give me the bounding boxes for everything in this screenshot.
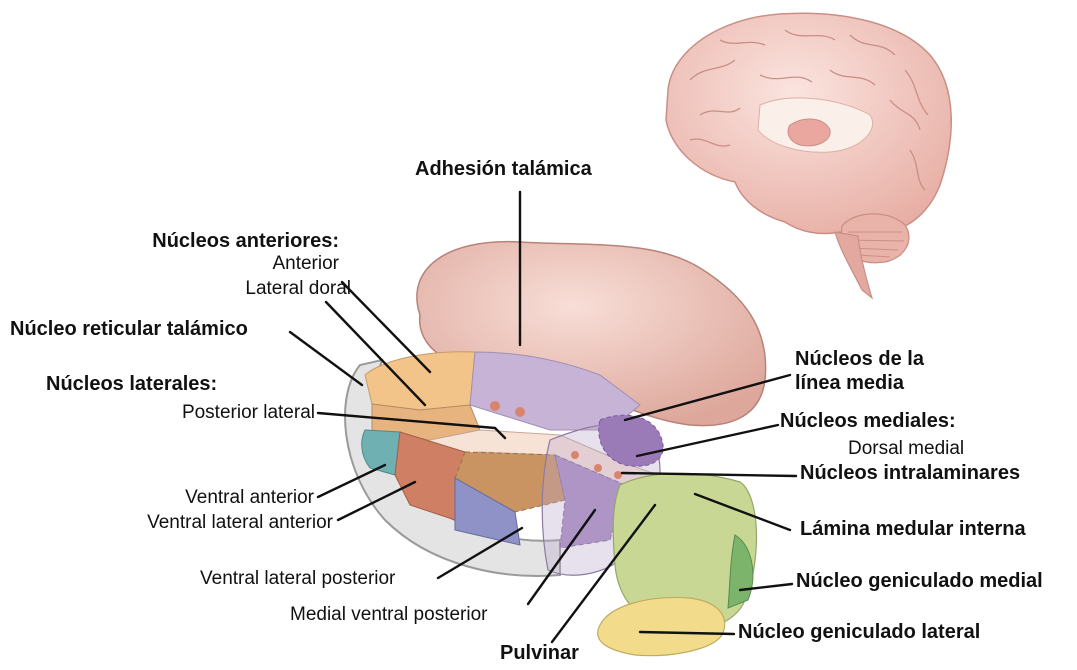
label-ventral-anterior: Ventral anterior: [185, 487, 314, 509]
label-pulvinar: Pulvinar: [500, 642, 579, 665]
leader-reticular: [290, 332, 362, 385]
intralaminar-dot: [490, 401, 500, 411]
brain-thumbnail: [666, 13, 951, 298]
label-lateral-doral: Lateral doral: [245, 278, 351, 300]
lateral-geniculate-nucleus: [598, 597, 725, 655]
label-intralaminar-nuclei: Núcleos intralaminares: [800, 462, 1020, 485]
label-lateral-geniculate: Núcleo geniculado lateral: [738, 621, 980, 644]
label-dorsal-medial: Dorsal medial: [848, 438, 964, 460]
label-anterior: Anterior: [272, 253, 339, 275]
label-medial-geniculate: Núcleo geniculado medial: [796, 570, 1043, 593]
brain-thalamus-highlight: [788, 119, 830, 146]
intralaminar-dot: [571, 451, 579, 459]
intralaminar-dot: [614, 471, 622, 479]
intralaminar-dot: [594, 464, 602, 472]
label-internal-medullary-lamina: Lámina medular interna: [800, 518, 1026, 541]
label-reticular-nucleus: Núcleo reticular talámico: [10, 318, 248, 341]
label-medial-nuclei-title: Núcleos mediales:: [780, 410, 956, 433]
label-anterior-nuclei-title: Núcleos anteriores:: [152, 230, 339, 253]
label-midline-nuclei-2: línea media: [795, 372, 904, 395]
label-ventral-lateral-anterior: Ventral lateral anterior: [147, 512, 333, 534]
label-lateral-nuclei-title: Núcleos laterales:: [46, 373, 217, 396]
label-adhesion: Adhesión talámica: [415, 158, 592, 181]
label-midline-nuclei-1: Núcleos de la: [795, 348, 924, 371]
label-medial-ventral-posterior: Medial ventral posterior: [290, 604, 487, 626]
intralaminar-dot: [515, 407, 525, 417]
label-ventral-lateral-posterior: Ventral lateral posterior: [200, 568, 395, 590]
label-posterior-lateral: Posterior lateral: [182, 402, 315, 424]
